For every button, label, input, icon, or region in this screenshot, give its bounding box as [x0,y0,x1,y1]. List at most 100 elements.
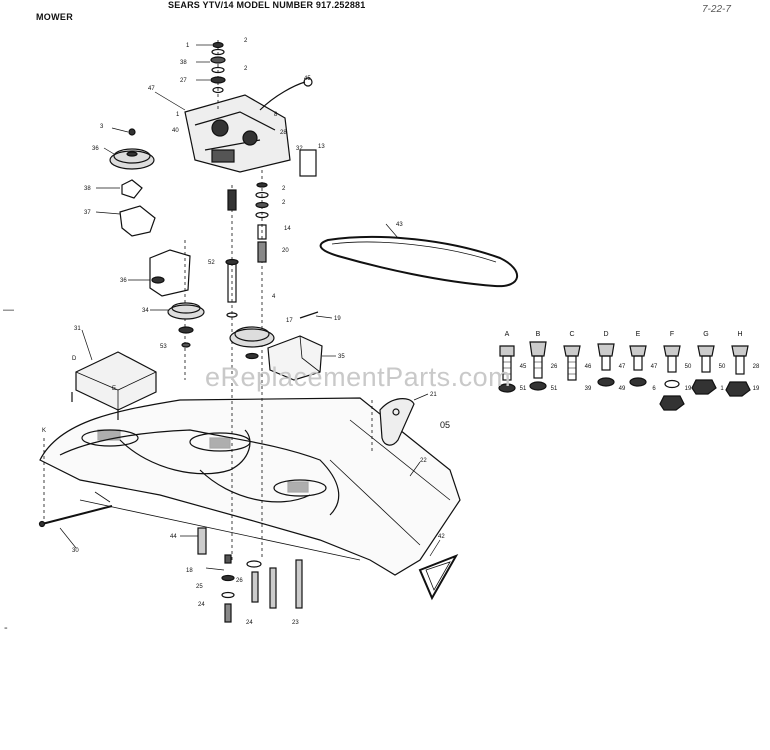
bolt-B [529,341,547,391]
hardware-number-6: 50 [685,364,692,370]
callout-25: 25 [196,584,203,590]
callout-24b: 24 [246,620,253,626]
gearbox-assembly [184,77,317,177]
belt-shield [267,335,323,381]
left-rod [38,438,113,528]
callout-47: 47 [148,86,155,92]
callout-3: 3 [100,124,104,130]
callout-E: E [112,386,116,392]
corner-note: 7-22-7 [702,4,731,15]
callout-43: 43 [396,222,403,228]
hardware-lower-number-3: 39 [585,386,592,392]
hardware-lower-number-1: 51 [520,386,527,392]
callout-D: D [72,356,77,362]
center-shaft-stack [225,185,239,560]
idler-bracket [149,240,191,380]
hardware-kit [498,341,751,411]
hardware-letter-e: E [636,331,641,338]
hardware-lower-number-2: 51 [551,386,558,392]
hardware-lower-number-6: 19 [685,386,692,392]
callout-17: 17 [286,318,293,324]
hardware-letter-g: G [703,331,708,338]
callout-36: 36 [92,146,99,152]
mower-deck [39,397,461,576]
leader-lines [59,44,441,571]
callout-13: 13 [318,144,325,150]
callout-1b: 1 [176,112,180,118]
left-spindle-pulley [167,302,205,348]
hardware-lower-numbers: 51 51 39 49 6 19 1 19 [520,386,760,392]
bolt-H [725,345,751,397]
callout-24: 24 [198,602,205,608]
section-label: MOWER [36,12,73,22]
hardware-number-3: 46 [585,364,592,370]
hardware-lower-number-5: 6 [652,386,656,392]
bolt-F [659,345,685,411]
callout-20: 20 [282,248,289,254]
callout-34: 34 [142,308,149,314]
hardware-letter-f: F [670,331,674,338]
bolt-C [563,345,581,381]
callout-28: 28 [280,130,287,136]
callout-numbers: 1 2 38 2 27 47 1 40 3 36 38 37 36 34 53 … [42,38,445,626]
edge-tick-left: — [3,304,14,316]
hardware-letter-a: A [505,331,510,338]
bottom-hardware [197,527,303,623]
callout-8: 8 [274,112,278,118]
diagram-title: SEARS YTV/14 MODEL NUMBER 917.252881 [168,0,366,10]
hardware-number-5: 47 [651,364,658,370]
callout-2a: 2 [244,38,248,44]
callout-2b: 2 [244,66,248,72]
hardware-letter-c: C [569,331,574,338]
bolt-E [629,345,647,387]
callout-35: 35 [338,354,345,360]
hardware-number-4: 47 [619,364,626,370]
edge-tick-bottom: - [4,622,8,634]
drive-belt [319,235,519,288]
left-pulley-group [109,128,156,237]
callout-26: 26 [236,578,243,584]
hardware-lower-number-7: 1 [720,386,724,392]
callout-45: 45 [304,76,311,82]
hardware-letter-d: D [603,331,608,338]
callout-44: 44 [170,534,177,540]
callout-37: 37 [84,210,91,216]
callout-14: 14 [284,226,291,232]
callout-22: 22 [420,458,427,464]
right-spindle-group [229,170,319,560]
callout-42: 42 [438,534,445,540]
callout-19: 19 [334,316,341,322]
hardware-lower-number-4: 49 [619,386,626,392]
deck-cover [71,351,157,420]
callout-2c: 2 [282,186,286,192]
callout-18: 18 [186,568,193,574]
bolt-D [597,343,615,387]
hardware-number-7: 50 [719,364,726,370]
hardware-number-1: 45 [520,364,527,370]
blade-bracket [371,398,415,452]
hardware-number-2: 26 [551,364,558,370]
hardware-lower-number-8: 19 [753,386,760,392]
callout-K: K [42,428,46,434]
bolt-G [691,345,717,395]
callout-40: 40 [172,128,179,134]
bolt-A [498,345,516,393]
callout-1: 1 [186,43,190,49]
callout-53: 53 [160,344,167,350]
callout-4: 4 [272,294,276,300]
callout-27: 27 [180,78,187,84]
callout-21: 21 [430,392,437,398]
top-spindle-stack [210,40,226,110]
callout-38: 38 [180,60,187,66]
callout-32: 32 [296,146,303,152]
callout-36b: 36 [120,278,127,284]
callout-52: 52 [208,260,215,266]
callout-30: 30 [72,548,79,554]
callout-31: 31 [74,326,81,332]
hardware-letter-h: H [737,331,742,338]
mower-blade [418,554,459,601]
